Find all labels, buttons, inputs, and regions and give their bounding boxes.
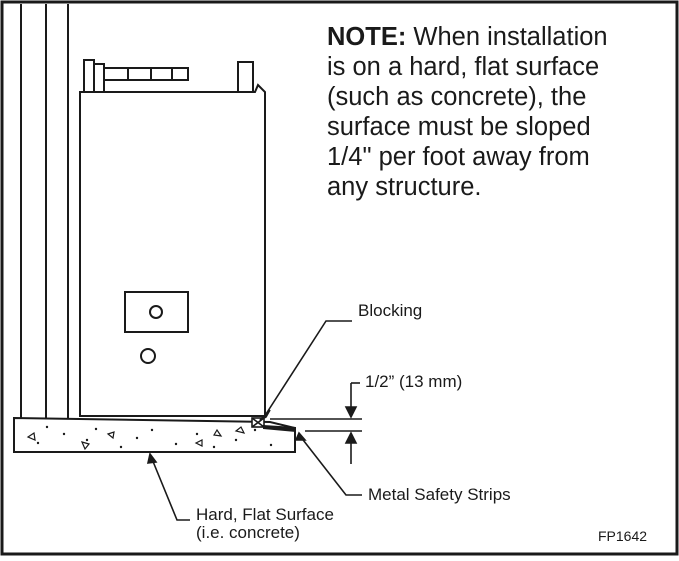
leader-lines [146, 320, 362, 521]
label-metal-safety-strips: Metal Safety Strips [368, 485, 511, 504]
concrete-aggregate [26, 426, 246, 451]
gap-dimension [270, 382, 362, 464]
note-line-4: surface must be sloped [327, 113, 591, 141]
label-gap: 1/2” (13 mm) [365, 372, 463, 391]
metal-safety-strips [263, 425, 296, 432]
note-line-6: any structure. [327, 173, 482, 201]
note-line-2: is on a hard, flat surface [327, 53, 600, 81]
concrete-slab [13, 416, 296, 453]
unit-body [79, 59, 266, 417]
label-surface-line2: (i.e. concrete) [196, 523, 300, 542]
structure-wall [20, 4, 69, 418]
label-surface-line1: Hard, Flat Surface [196, 505, 334, 524]
installation-note: NOTE: When installation is on a hard, fl… [327, 22, 657, 202]
note-line-1: When installation [406, 23, 608, 51]
note-lead: NOTE: [327, 23, 407, 51]
label-blocking: Blocking [358, 301, 423, 320]
note-line-5: 1/4" per foot away from [327, 143, 590, 171]
concrete-speckles [36, 425, 273, 449]
note-line-3: (such as concrete), the [327, 83, 587, 111]
figure-code: FP1642 [598, 528, 648, 544]
